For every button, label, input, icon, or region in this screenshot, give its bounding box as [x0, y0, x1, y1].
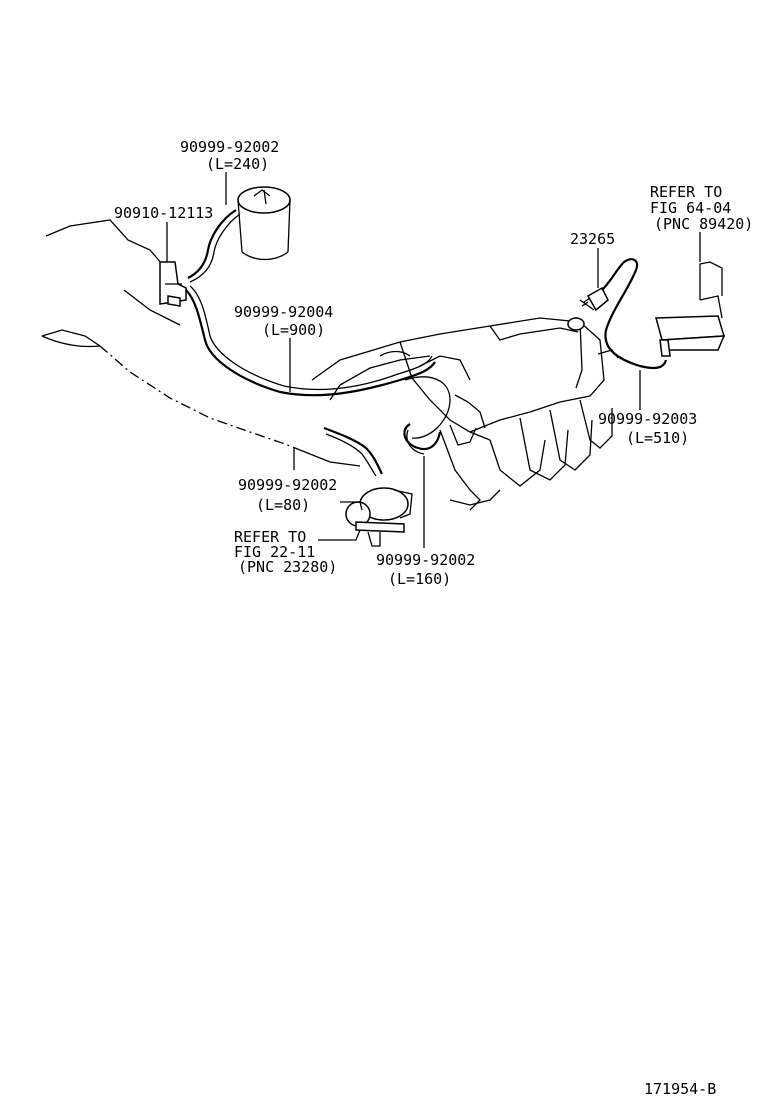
hose-long-length: (L=900): [262, 321, 325, 339]
figure-id: 171954-B: [644, 1080, 716, 1098]
refer-left-line1: REFER TO: [234, 528, 306, 546]
hose-right-part-number: 90999-92003: [598, 410, 697, 428]
hose-mid: [403, 423, 442, 455]
hose-right-length: (L=510): [626, 429, 689, 447]
callout-hose-mid: 90999-92002 (L=160): [376, 551, 475, 588]
hose-short-part-number: 90999-92002: [238, 476, 337, 494]
callout-hose-right: 90999-92003 (L=510): [598, 410, 697, 447]
clamp-bracket: [159, 261, 187, 307]
callout-sensor: 23265: [570, 230, 615, 248]
callout-refer-left: REFER TO FIG 22-11 (PNC 23280): [234, 528, 337, 576]
hose-long: [185, 285, 436, 397]
hose-top-length: (L=240): [206, 155, 269, 173]
refer-right-line2: FIG 64-04: [650, 199, 731, 217]
refer-left-line2: FIG 22-11: [234, 543, 315, 561]
clamp-part-number: 90910-12113: [114, 204, 213, 222]
valve-assembly: [340, 487, 413, 547]
hose-short: [323, 426, 383, 477]
callout-hose-top: 90999-92002 (L=240): [180, 138, 279, 173]
hose-short-length: (L=80): [256, 496, 310, 514]
callout-refer-right: REFER TO FIG 64-04 (PNC 89420): [650, 183, 753, 233]
hose-mid-part-number: 90999-92002: [376, 551, 475, 569]
hose-long-part-number: 90999-92004: [234, 303, 333, 321]
refer-right-line3: (PNC 89420): [654, 215, 753, 233]
hose-mid-length: (L=160): [388, 570, 451, 588]
chassis-outline: [41, 219, 361, 467]
refer-left-line3: (PNC 23280): [238, 558, 337, 576]
hose-top-part-number: 90999-92002: [180, 138, 279, 156]
engine-assembly: [311, 317, 619, 511]
sensor: [579, 258, 668, 370]
leader-lines: [166, 172, 701, 548]
refer-right-line1: REFER TO: [650, 183, 722, 201]
callout-hose-long: 90999-92004 (L=900): [234, 303, 333, 339]
right-module: [655, 261, 726, 357]
callout-clamp: 90910-12113: [114, 204, 213, 222]
canister: [237, 186, 291, 261]
callout-hose-short: 90999-92002 (L=80): [238, 476, 337, 514]
sensor-part-number: 23265: [570, 230, 615, 248]
hose-top: [187, 209, 241, 283]
